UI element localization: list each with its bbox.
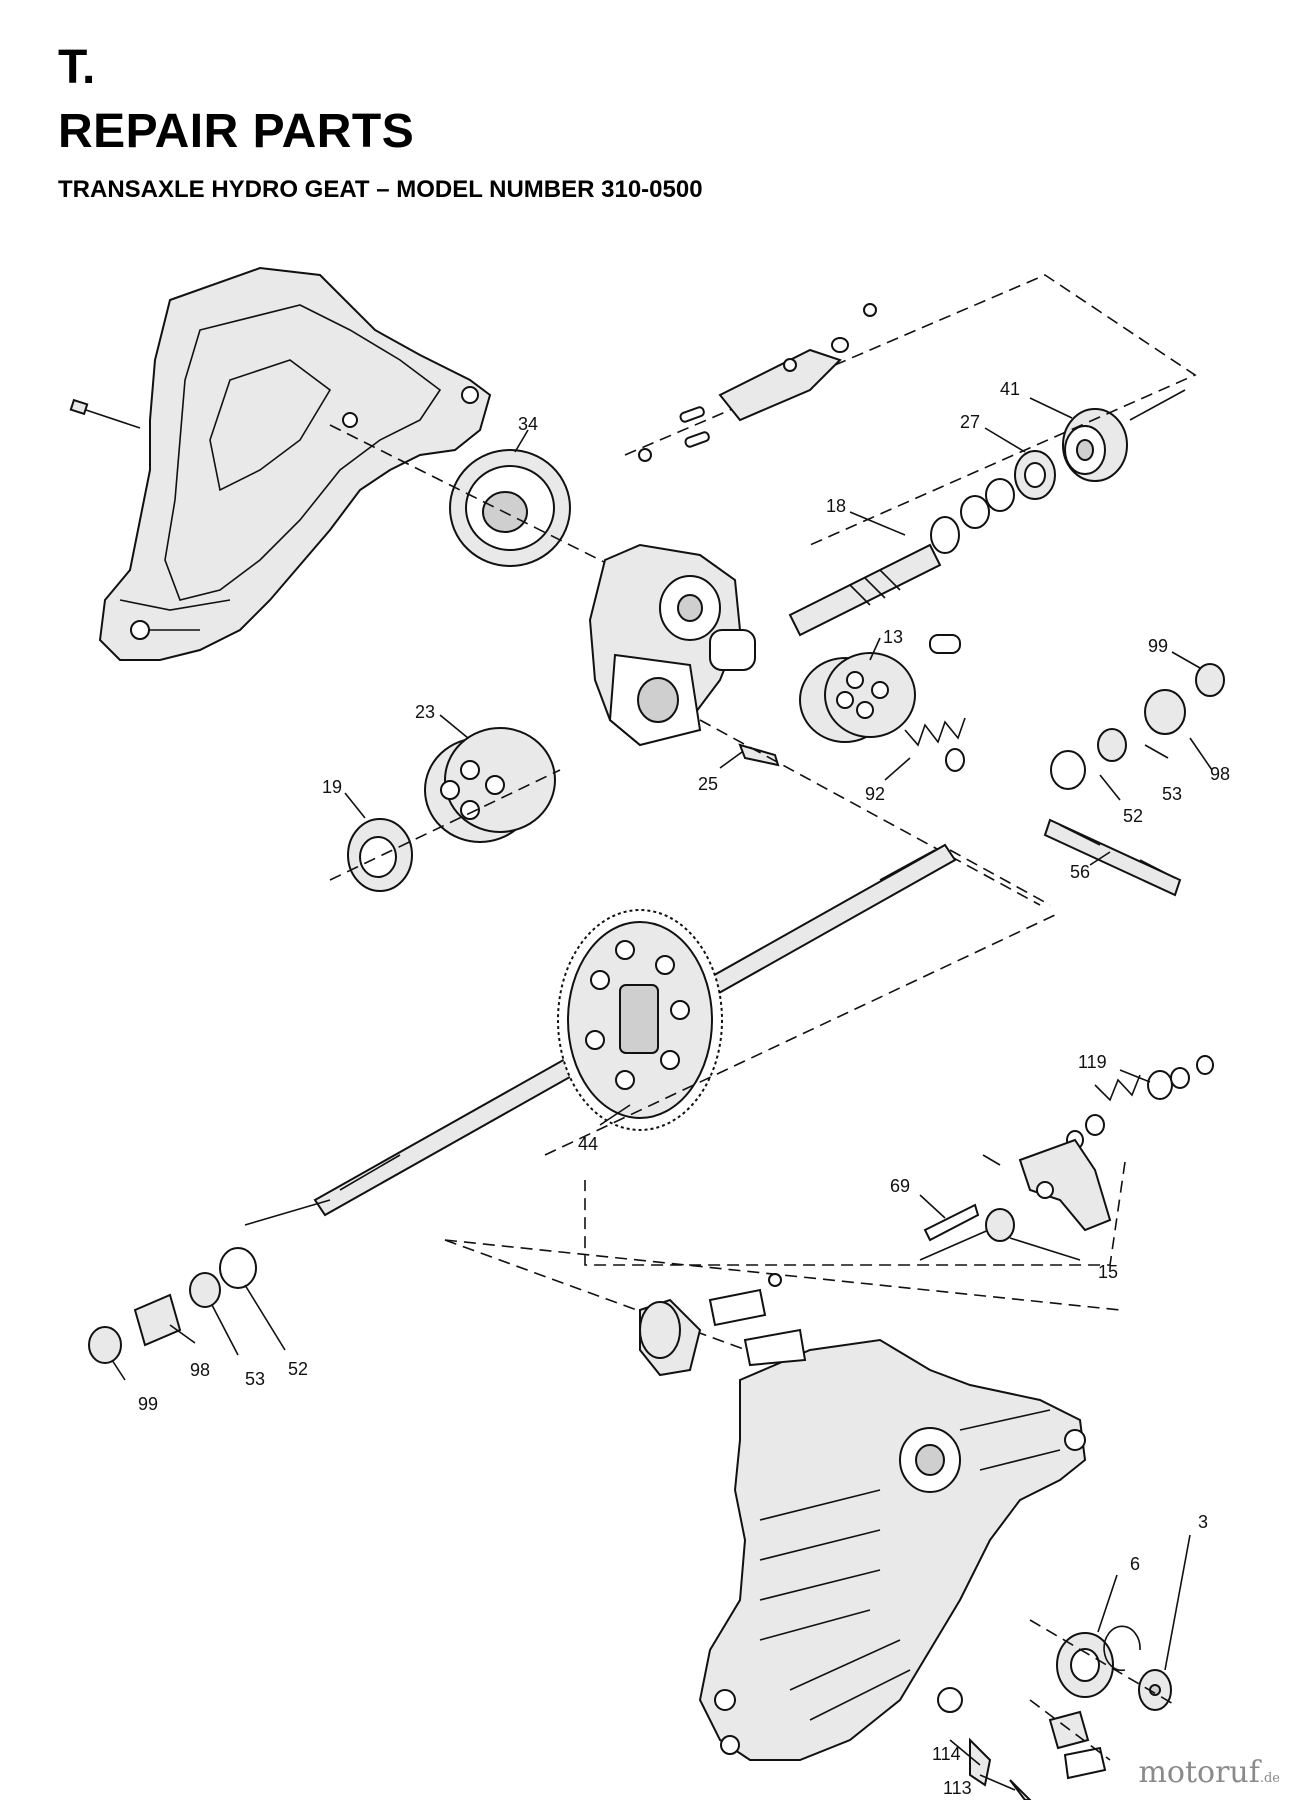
upper-bracket: [638, 303, 877, 462]
callout-13: 13: [883, 627, 903, 647]
callout-19: 19: [322, 777, 342, 797]
watermark-tld: .de: [1259, 1771, 1280, 1786]
callout-99: 99: [1148, 636, 1168, 656]
callout-98-left: 98: [190, 1360, 210, 1380]
part-13-cylinder: [799, 634, 961, 743]
callout-119: 119: [1078, 1052, 1107, 1072]
upper-housing: [69, 266, 492, 661]
left-small-parts: [88, 1247, 257, 1364]
page-subtitle: TRANSAXLE HYDRO GEAT – MODEL NUMBER 310-…: [58, 176, 703, 203]
callout-114: 114: [932, 1744, 961, 1764]
callout-3: 3: [1198, 1512, 1208, 1532]
lower-lever-assembly: [919, 1055, 1214, 1261]
callout-92: 92: [865, 784, 885, 804]
part-18-shaft: [788, 478, 1015, 637]
callout-41: 41: [1000, 379, 1020, 399]
callout-52: 52: [1123, 806, 1143, 826]
leader-lines: [111, 397, 1213, 1791]
callout-15: 15: [1098, 1262, 1118, 1282]
callout-53: 53: [1162, 784, 1182, 804]
callout-113: 113: [943, 1778, 972, 1798]
callout-44: 44: [578, 1134, 598, 1154]
part-44-gear: [557, 909, 723, 1131]
part-34-ring: [449, 449, 571, 567]
callout-25: 25: [698, 774, 718, 794]
callout-27: 27: [960, 412, 980, 432]
callout-52-left: 52: [288, 1359, 308, 1379]
part-27-bearing: [1014, 450, 1056, 500]
center-block: [588, 543, 756, 747]
callout-18: 18: [826, 496, 846, 516]
section-letter: T.: [58, 41, 96, 94]
lower-housing: [698, 1338, 1087, 1761]
part-92-spring: [904, 717, 966, 772]
part-25-pin: [738, 743, 780, 767]
watermark-brand: motoruf: [1138, 1755, 1260, 1790]
callout-23: 23: [415, 702, 435, 722]
lower-small-parts: [639, 1273, 1172, 1800]
part-19-bearing: [347, 818, 413, 892]
callout-99-left: 99: [138, 1394, 158, 1414]
callout-6: 6: [1130, 1554, 1140, 1574]
callout-69: 69: [890, 1176, 910, 1196]
callout-34: 34: [518, 414, 538, 434]
watermark-logo: motoruf.de: [1138, 1755, 1280, 1790]
callout-53-left: 53: [245, 1369, 265, 1389]
callout-98: 98: [1210, 764, 1230, 784]
right-small-parts: [1050, 663, 1225, 790]
page-title: REPAIR PARTS: [58, 105, 415, 158]
part-56-shaft: [1043, 818, 1182, 897]
part-23-cylinder: [424, 727, 556, 843]
callout-56: 56: [1070, 862, 1090, 882]
